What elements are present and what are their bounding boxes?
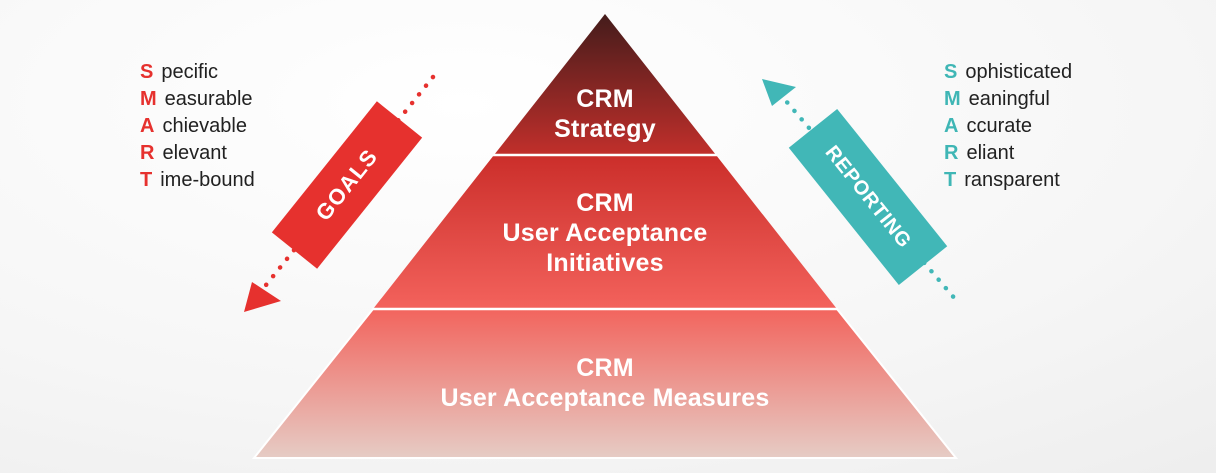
pyramid-level-1-label: CRM Strategy [405,84,805,144]
acronym-word: ime-bound [160,169,255,191]
goals-arrowhead-icon [244,282,281,312]
acronym-letter: A [140,115,155,137]
pyramid-level-2-line: Initiatives [546,249,664,277]
reporting-arrowhead-icon [762,79,796,106]
acronym-word: pecific [161,61,219,83]
pyramid-level-2-label: CRM User Acceptance Initiatives [405,188,805,278]
pyramid-level-3-line: User Acceptance Measures [440,384,770,412]
acronym-word: eaningful [968,88,1050,110]
acronym-word: easurable [164,88,253,110]
acronym-word: elevant [162,142,227,164]
acronym-word: ccurate [966,115,1033,137]
pyramid-level-2-line: CRM [576,189,634,217]
pyramid-level-1-line: Strategy [554,115,656,143]
acronym-letter: R [944,142,959,164]
pyramid-level-middle-shape [373,155,837,309]
acronym-word: chievable [162,115,247,137]
acronym-letter: M [944,88,961,110]
acronym-letter: S [140,61,154,83]
pyramid-level-3-label: CRM User Acceptance Measures [405,353,805,413]
acronym-word: ransparent [964,169,1060,191]
acronym-letter: M [140,88,157,110]
pyramid-level-2-line: User Acceptance [502,219,708,247]
acronym-word: eliant [966,142,1015,164]
goals-dotted-arrow-line [259,74,436,293]
pyramid-level-1-line: CRM [576,85,634,113]
acronym-letter: R [140,142,155,164]
pyramid-level-3-line: CRM [576,354,634,382]
pyramid-level-top-shape [494,14,716,155]
acronym-letter: T [140,169,153,191]
acronym-word: ophisticated [965,61,1073,83]
acronym-letter: T [944,169,957,191]
acronym-letter: A [944,115,959,137]
acronym-letter: S [944,61,958,83]
